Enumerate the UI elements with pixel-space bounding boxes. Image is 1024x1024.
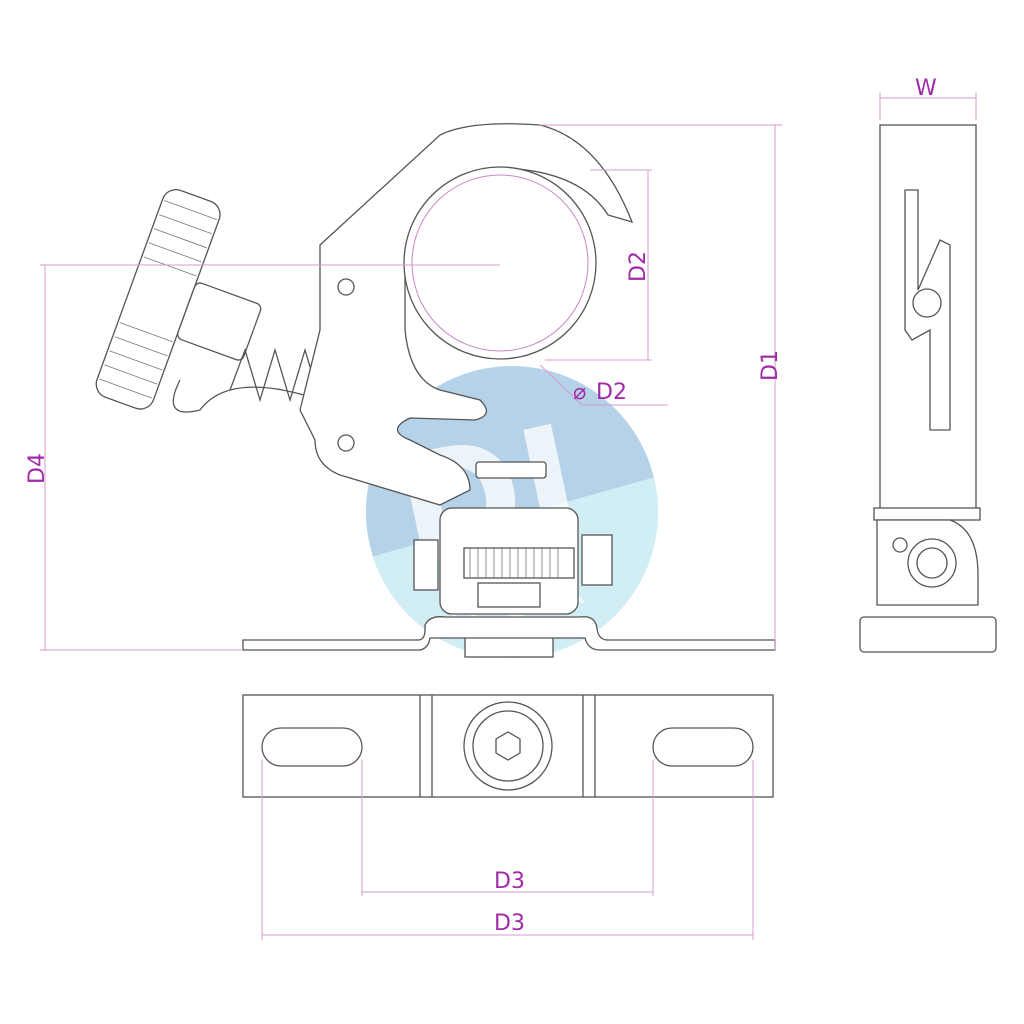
label-d3-inner: D3 xyxy=(494,869,525,894)
label-d1: D1 xyxy=(758,350,783,381)
clamp-bottom-view xyxy=(242,694,774,798)
label-d2-inner: D2 xyxy=(626,251,651,282)
knob xyxy=(95,188,262,410)
label-w: W xyxy=(915,76,937,101)
label-d3-outer: D3 xyxy=(494,911,525,936)
clamp-end-view xyxy=(859,124,997,653)
label-d2-diameter: D2 xyxy=(596,380,627,405)
clamp-side-view xyxy=(95,123,776,658)
diameter-symbol: ⌀ xyxy=(573,380,586,405)
label-d4: D4 xyxy=(25,453,50,484)
dimension-lines xyxy=(40,92,977,940)
